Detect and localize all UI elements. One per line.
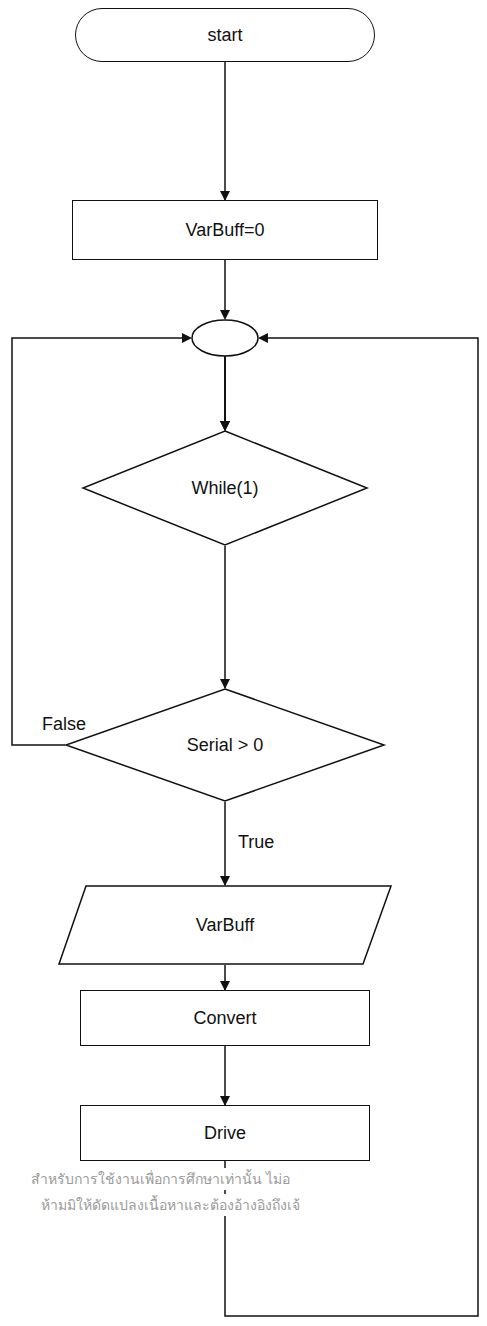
process-box: VarBuff=0 xyxy=(72,200,378,260)
flow-arrow xyxy=(224,802,226,885)
node-text: VarBuff=0 xyxy=(186,220,265,241)
node-text: start xyxy=(207,25,242,46)
flow-arrow xyxy=(224,62,226,200)
flow-arrow xyxy=(224,1046,226,1105)
node-text: Serial > 0 xyxy=(187,735,264,756)
arrow-head xyxy=(220,310,230,320)
watermark-text: ห้ามมิให้ดัดแปลงเนื้อหาและต้องอ้างอิงถึง… xyxy=(40,1194,301,1216)
arrow-head xyxy=(182,333,192,343)
input-parallelogram: VarBuff xyxy=(58,885,392,965)
watermark-text: สำหรับการใช้งานเพื่อการศึกษาเท่านั้น ไม่… xyxy=(30,1168,291,1190)
branch-label: False xyxy=(40,714,88,735)
flow-arrow xyxy=(224,965,226,990)
branch-label: True xyxy=(236,832,276,853)
flow-arrow xyxy=(224,546,226,688)
node-text: Drive xyxy=(204,1123,246,1144)
process-box: Convert xyxy=(80,990,370,1046)
flow-arrow xyxy=(12,338,225,745)
decision-diamond: Serial > 0 xyxy=(65,688,385,802)
decision-diamond: While(1) xyxy=(82,430,368,546)
junction-circle xyxy=(192,320,258,356)
node-text: Convert xyxy=(193,1008,256,1029)
terminal-box: start xyxy=(75,8,375,62)
arrow-head xyxy=(258,333,268,343)
process-box: Drive xyxy=(80,1105,370,1161)
node-text: VarBuff xyxy=(196,915,254,936)
node-text: While(1) xyxy=(191,478,258,499)
